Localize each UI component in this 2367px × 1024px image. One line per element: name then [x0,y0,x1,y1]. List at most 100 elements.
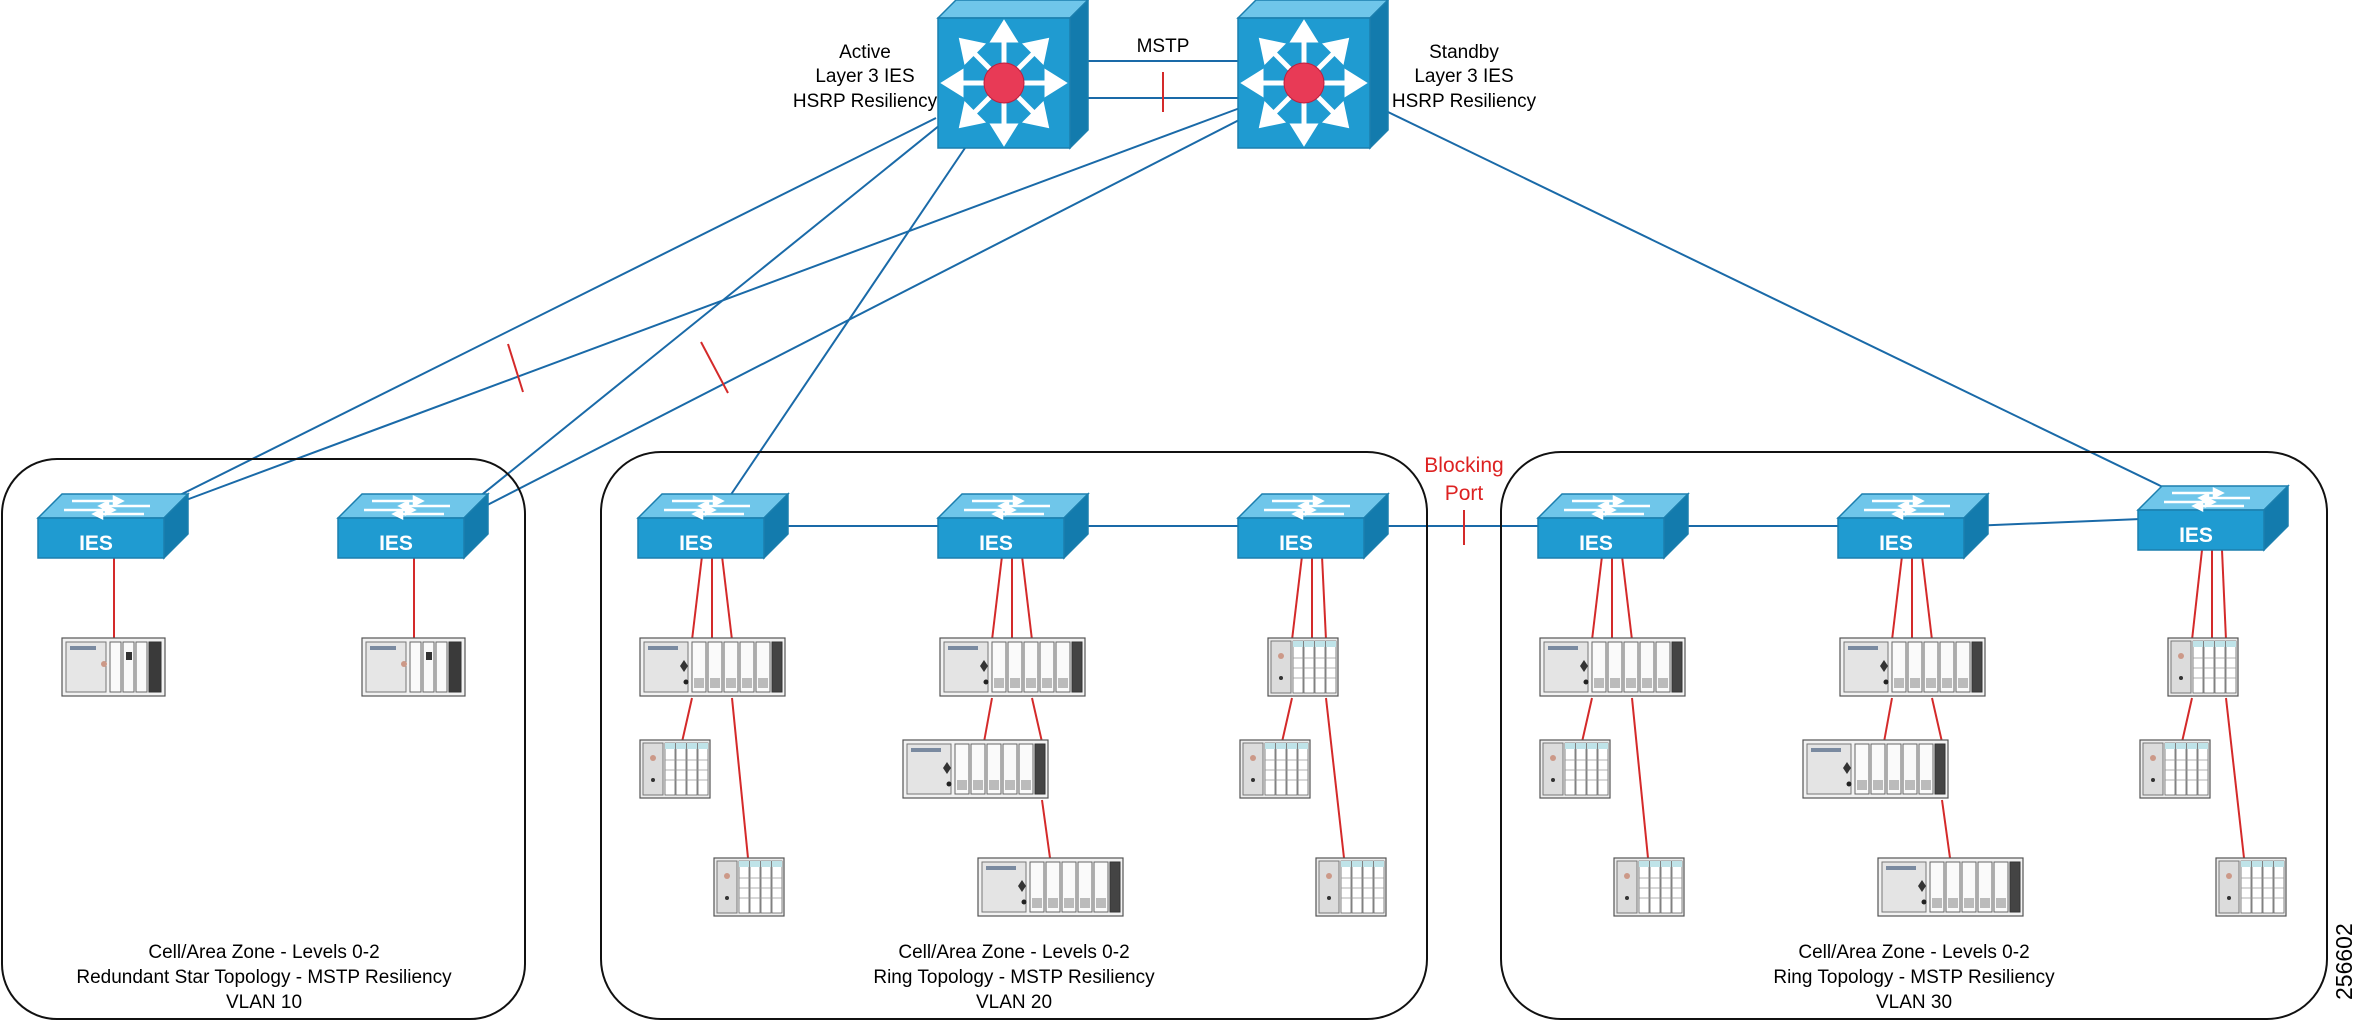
zone-vlan10-caption-line-2: Redundant Star Topology - MSTP Resilienc… [76,967,452,988]
device-link [681,697,693,743]
device-link [2221,549,2227,641]
ies-switch-star-2: IES [336,492,490,560]
device-link [1591,555,1603,641]
device-link [1931,697,1943,743]
device-link [1321,555,1327,641]
zone-vlan10-caption-line-1: Cell/Area Zone - Levels 0-2 [148,942,379,963]
device-link [991,555,1003,641]
zone-vlan10-caption-line-3: VLAN 10 [226,992,302,1013]
device-link [1941,799,1951,859]
zone-vlan20-caption-line-3: VLAN 20 [976,992,1052,1013]
device-link [1581,697,1593,743]
ies-switch-ring30-3: IES [2136,484,2290,552]
zone-boxes [1,451,2328,1020]
device-link [1041,799,1051,859]
uplink-active-to-star-ies-1 [177,117,937,497]
plc-device [977,857,1124,917]
blocking-port-label-line-1: Blocking [1424,454,1503,477]
uplink-lines [177,60,2203,521]
zone-vlan20-caption-line-1: Cell/Area Zone - Levels 0-2 [898,942,1129,963]
device-link [1021,555,1033,641]
device-link [1031,697,1043,743]
io-device [1239,739,1311,799]
plc-device [1539,637,1686,697]
device-link [1621,555,1633,641]
zone-box-vlan10 [1,458,526,1020]
device-link [1891,555,1903,641]
zone-box-vlan30 [1500,451,2328,1020]
core-switch-active [938,0,1088,148]
active-label-line-1: Active [839,42,891,63]
device-link [2181,697,2193,743]
device-link [1631,697,1649,859]
io-device [1315,857,1387,917]
io-device [1613,857,1685,917]
active-label-line-2: Layer 3 IES [815,66,914,87]
plc-device [639,637,786,697]
ies-label: IES [1879,532,1913,555]
device-link [691,555,703,641]
ies-switch-ring20-3: IES [1236,492,1390,560]
device-link [983,697,993,743]
blocked-marker-star-2 [700,341,729,394]
plc-device [1839,637,1986,697]
standby-label-line-2: Layer 3 IES [1414,66,1513,87]
uplink-standby-to-ring30-ies-3 [1387,111,2203,507]
standby-label-line-3: HSRP Resiliency [1392,91,1537,112]
device-link [1291,555,1303,641]
ies-label: IES [679,532,713,555]
standby-label-line-1: Standby [1429,42,1499,63]
zone-vlan30-caption-line-1: Cell/Area Zone - Levels 0-2 [1798,942,2029,963]
plc-device [939,637,1086,697]
active-label-line-3: HSRP Resiliency [793,91,938,112]
zone-vlan30-caption-line-3: VLAN 30 [1876,992,1952,1013]
ies-switch-ring30-2: IES [1836,492,1990,560]
io-device [639,739,711,799]
zone-box-vlan20 [600,451,1428,1020]
device-link [1281,697,1293,743]
ies-label: IES [2179,524,2213,547]
uplink-active-to-ring20-ies-1 [729,147,966,497]
plc-device [1802,739,1949,799]
device-link [721,555,733,641]
ring30-link-2 [1969,518,2142,527]
core-switch-standby [1238,0,1388,148]
blocking-port-label-line-2: Port [1445,482,1484,505]
blocked-marker-star-1 [507,343,524,393]
figure-id: 256602 [2331,923,2357,1000]
ies-label: IES [979,532,1013,555]
plc-device [61,637,166,697]
plc-device [361,637,466,697]
device-link [1883,697,1893,743]
ies-switch-star-1: IES [36,492,190,560]
ies-switch-ring30-1: IES [1536,492,1690,560]
io-device [2215,857,2287,917]
io-device [1267,637,1339,697]
device-link [1921,555,1933,641]
ies-label: IES [379,532,413,555]
uplink-standby-to-star-ies-2 [457,117,1244,521]
plc-device [1877,857,2024,917]
uplink-standby-to-star-ies-1 [177,107,1241,504]
ies-label: IES [1279,532,1313,555]
io-device [2167,637,2239,697]
io-device [2139,739,2211,799]
mstp-link-label: MSTP [1137,36,1190,57]
io-device [713,857,785,917]
ring-links [770,518,2142,527]
device-link [1325,697,1345,859]
ies-label: IES [79,532,113,555]
ies-switch-ring20-1: IES [636,492,790,560]
device-link [731,697,749,859]
ies-label: IES [1579,532,1613,555]
device-link [2191,549,2203,641]
zone-vlan30-caption-line-2: Ring Topology - MSTP Resiliency [1773,967,2055,988]
blocked-port-markers [507,72,1465,545]
device-links [113,549,2245,859]
io-device [1539,739,1611,799]
uplink-active-to-star-ies-2 [457,124,941,515]
plc-device [902,739,1049,799]
ies-switch-ring20-2: IES [936,492,1090,560]
zone-vlan20-caption-line-2: Ring Topology - MSTP Resiliency [873,967,1155,988]
